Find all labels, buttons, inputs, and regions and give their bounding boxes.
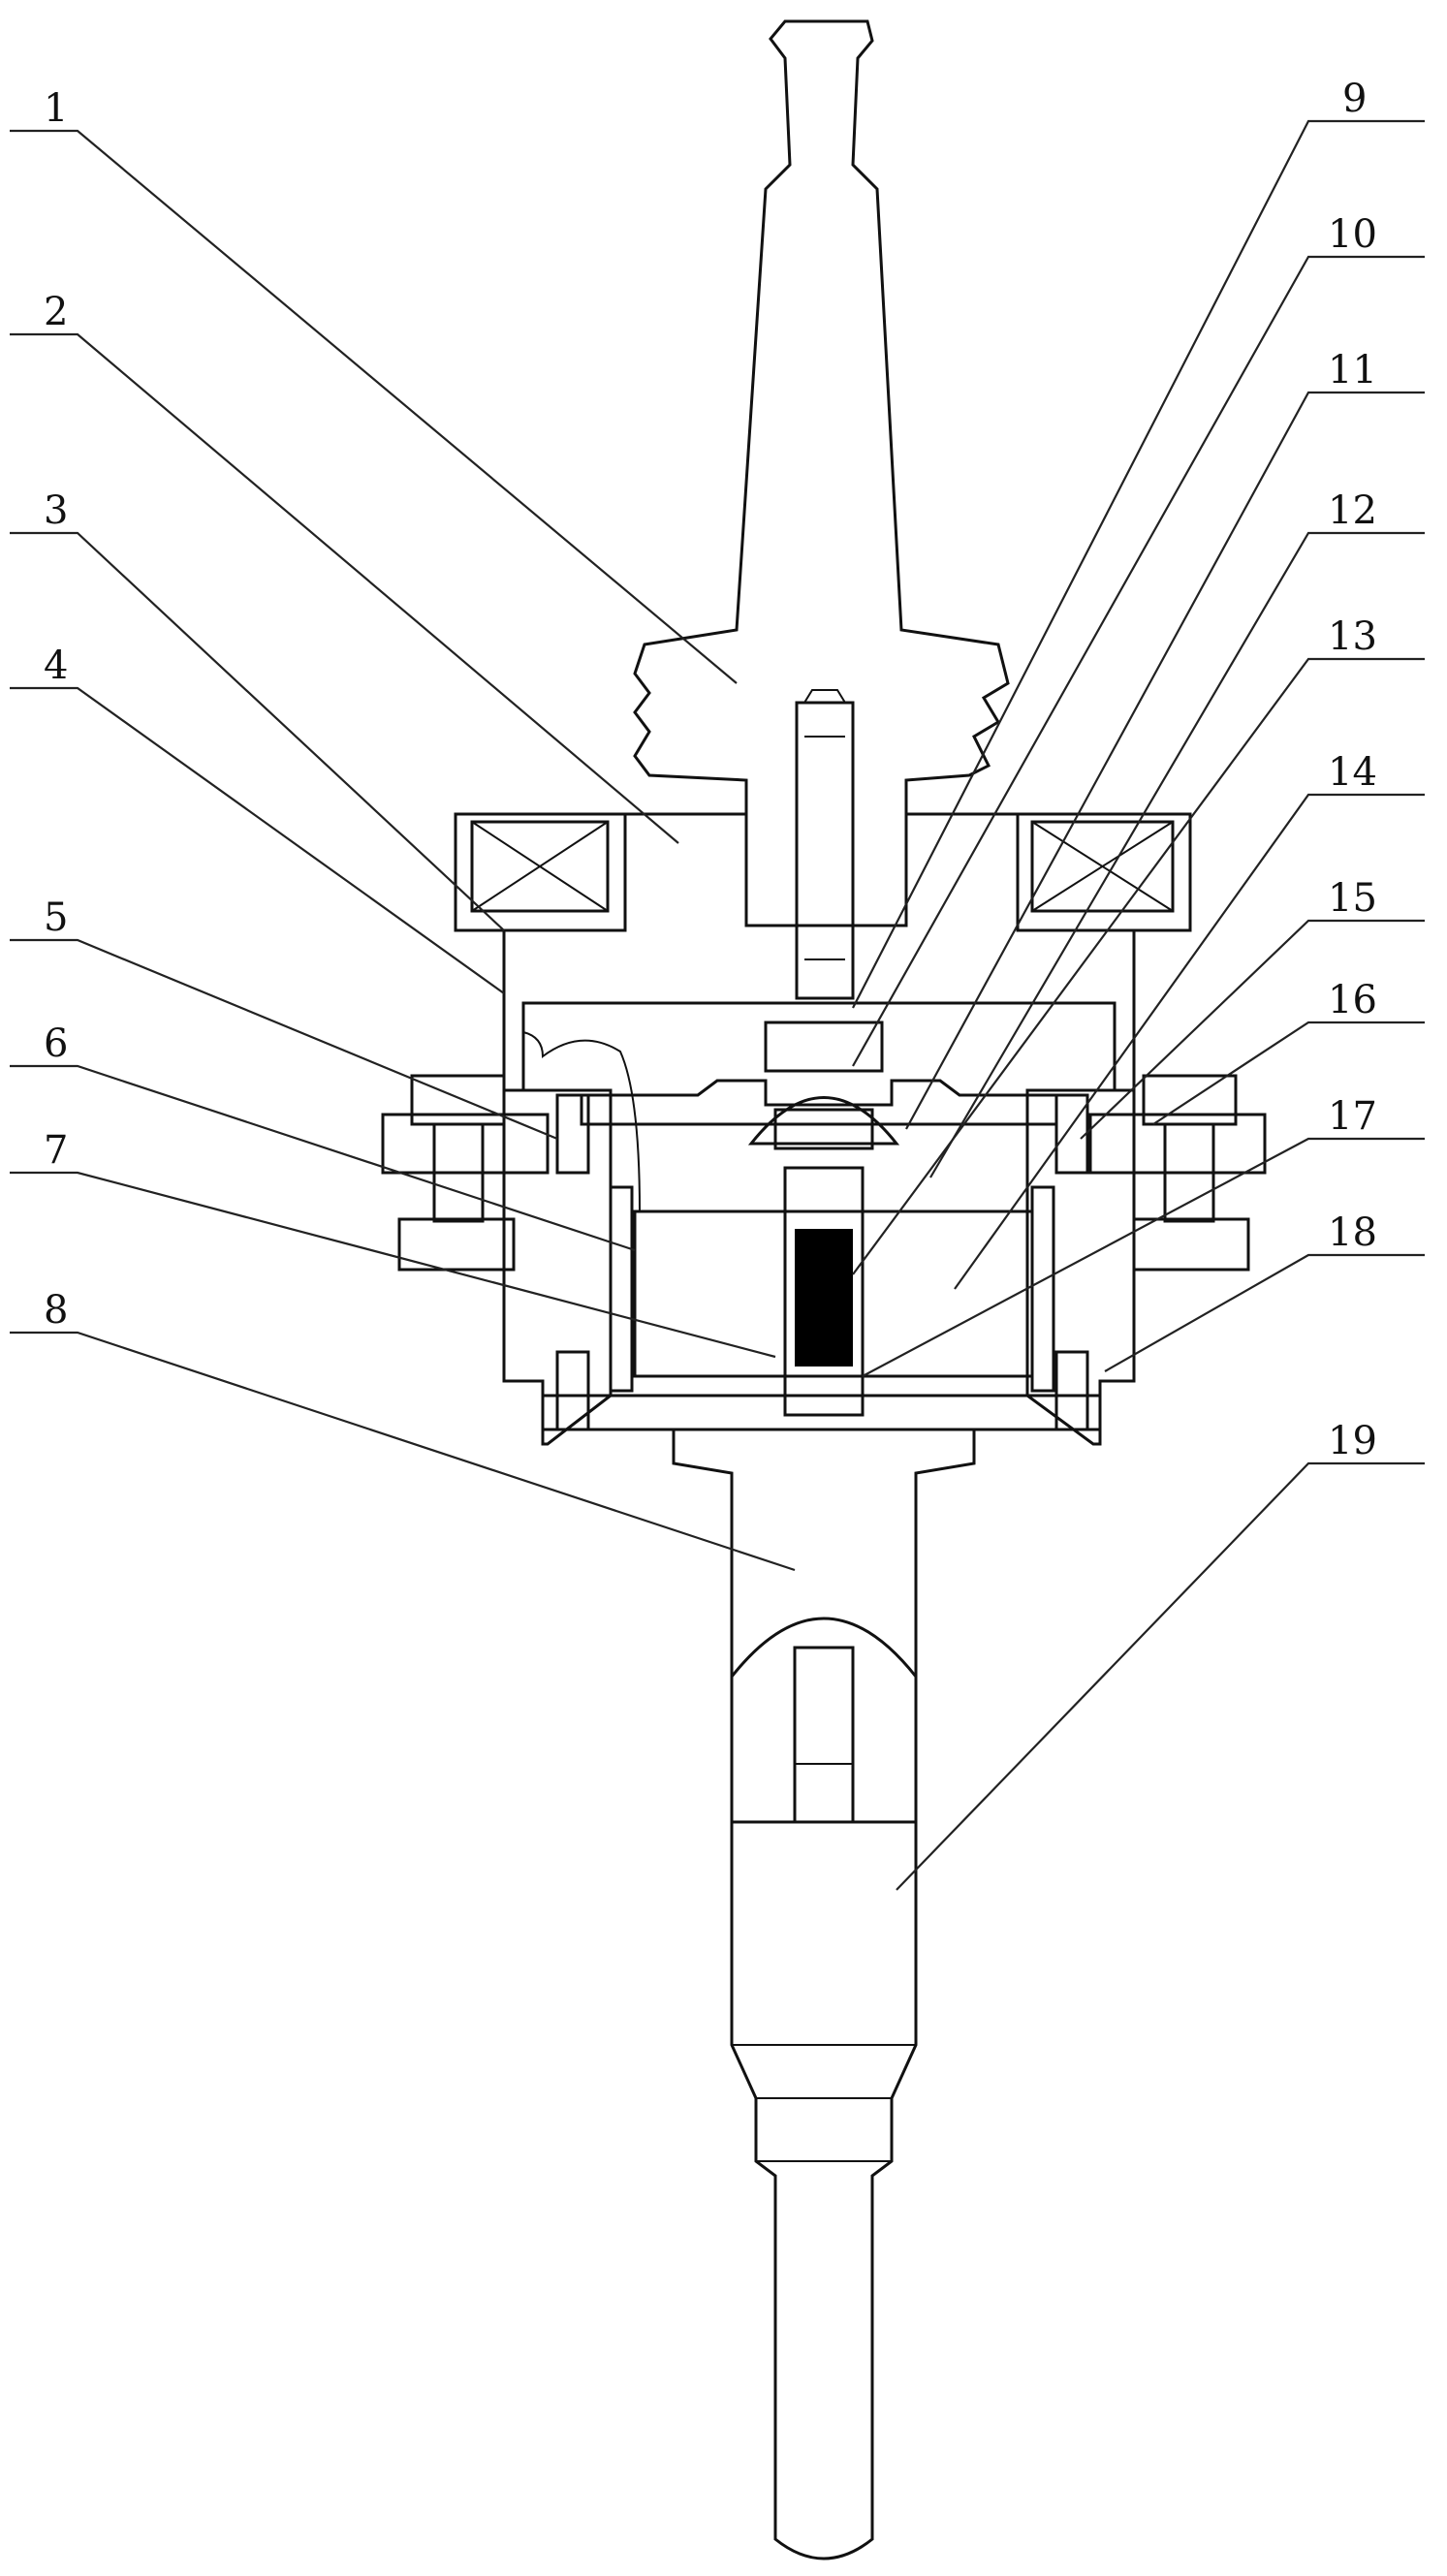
callout-13: 13 [1328, 614, 1377, 659]
callout-7: 7 [44, 1128, 68, 1173]
callout-10: 10 [1328, 212, 1377, 257]
leader-lines [10, 121, 1425, 1890]
callout-6: 6 [44, 1021, 68, 1066]
callout-5: 5 [44, 895, 68, 940]
callout-18: 18 [1328, 1210, 1377, 1255]
callout-8: 8 [44, 1288, 68, 1333]
piezo-stack [611, 1168, 1054, 1415]
tool-holder-taper [635, 21, 1008, 998]
horn-shank [674, 1429, 974, 1822]
callout-17: 17 [1328, 1094, 1377, 1139]
tool-tip [732, 1822, 916, 2559]
callout-1: 1 [44, 86, 68, 131]
callout-14: 14 [1328, 750, 1377, 795]
spherical-joint [751, 1022, 897, 1148]
callout-12: 12 [1328, 488, 1377, 533]
coil-box-left [456, 814, 625, 930]
callout-4: 4 [44, 644, 68, 688]
callout-11: 11 [1328, 348, 1377, 393]
callout-3: 3 [44, 488, 68, 533]
callout-16: 16 [1328, 978, 1377, 1022]
callout-15: 15 [1328, 876, 1377, 921]
upper-housing [504, 814, 1134, 1090]
callout-labels: 1 2 3 4 5 6 7 8 9 10 11 12 13 14 15 16 1… [44, 77, 1377, 1463]
callout-19: 19 [1328, 1419, 1377, 1463]
coil-box-right [1018, 814, 1190, 930]
callout-9: 9 [1342, 77, 1367, 121]
callout-2: 2 [44, 290, 68, 334]
